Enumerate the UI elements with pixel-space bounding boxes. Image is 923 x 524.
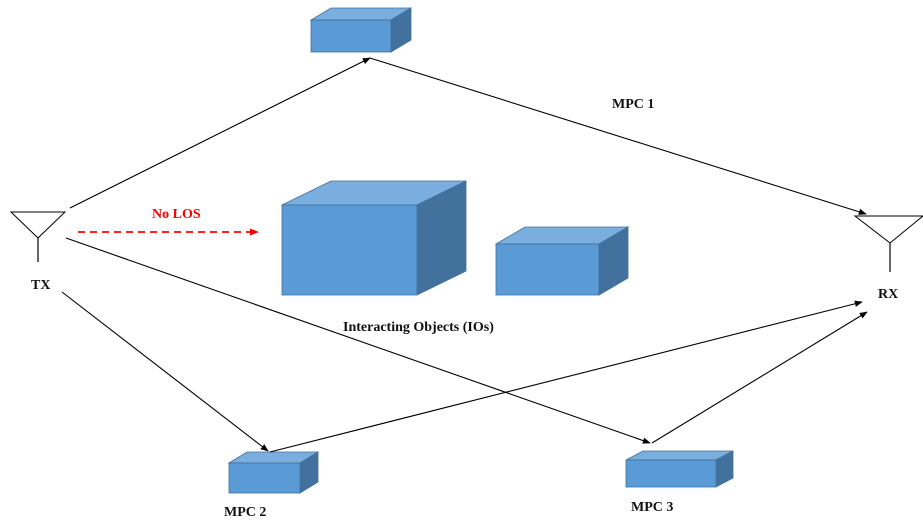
ios-box-large	[281, 180, 467, 296]
ios-box-large-front	[281, 204, 418, 296]
path-mpc2-to-rx	[269, 300, 863, 453]
mpc3-box	[625, 450, 734, 488]
path-tx-to-mpc2	[61, 291, 269, 452]
ios-box-small	[494, 226, 630, 296]
path-tx-to-mpc3	[65, 237, 651, 444]
tx-antenna-icon	[9, 211, 67, 262]
label-rx: RX	[878, 287, 898, 302]
label-tx: TX	[31, 278, 50, 293]
propagation-paths	[61, 57, 868, 453]
mpc2-box	[227, 451, 320, 494]
path-mpc3-to-rx	[651, 311, 868, 444]
rx-antenna-icon	[853, 215, 923, 272]
path-mpc1-to-rx	[369, 57, 867, 215]
label-mpc1: MPC 1	[612, 97, 654, 112]
label-no-los: No LOS	[152, 207, 201, 222]
mpc1-box	[309, 7, 413, 53]
label-interacting-objects: Interacting Objects (IOs)	[343, 320, 494, 335]
path-tx-to-mpc1	[69, 57, 371, 209]
label-mpc2: MPC 2	[224, 505, 266, 520]
label-mpc3: MPC 3	[631, 500, 673, 515]
